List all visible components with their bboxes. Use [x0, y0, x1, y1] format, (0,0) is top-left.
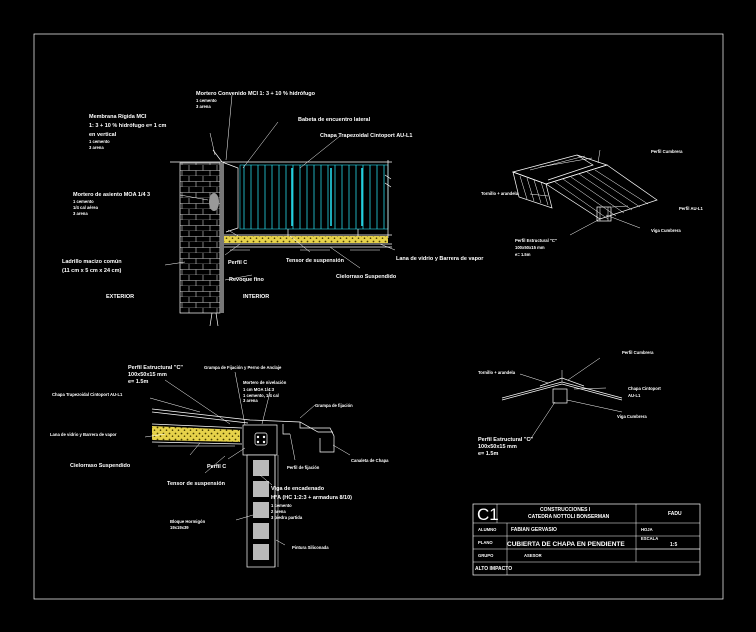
mortar-blob	[209, 193, 219, 211]
label: H°A (HC 1:2:3 + armadura 8/10)	[271, 495, 352, 501]
label: Tensor de suspensión	[286, 258, 345, 264]
label: Perfil C	[207, 464, 226, 470]
label: Viga Cumbrera	[651, 228, 681, 233]
brick-wall	[179, 162, 221, 314]
label: 100x50x15 mm	[128, 372, 167, 378]
title-block: C1 CONSTRUCCIONES I CATEDRA NOTTOLI BONS…	[472, 503, 701, 576]
label: Cielorraso Suspendido	[70, 463, 131, 469]
label: Cielorraso Suspendido	[336, 274, 397, 280]
label: 100x50x15 mm	[478, 444, 517, 450]
title-block-scale: 1:5	[670, 542, 677, 548]
label: AU-L1	[628, 393, 641, 398]
label: Perfil AU-L1	[679, 206, 703, 211]
label: 19x19x39	[170, 525, 189, 530]
label: Revoque fino	[229, 277, 264, 283]
label: Pintura Siliconada	[292, 545, 329, 550]
label: Lana de vidrio y Barrera de vapor	[396, 256, 484, 262]
label: INTERIOR	[243, 294, 269, 300]
label: Canaleta de Chapa	[351, 458, 389, 463]
detail-4-ridge-section	[501, 357, 623, 441]
label: Viga Cumbrera	[617, 414, 647, 419]
label: 1 cemento	[73, 199, 94, 204]
label: 1: 3 + 10 % hidrófugo e= 1 cm	[89, 123, 166, 129]
label: Mortero de nivelación	[243, 380, 287, 385]
label: 3 arena	[196, 104, 211, 109]
title-block-label: GRUPO	[478, 553, 494, 558]
label: Perfil Cumbrera	[651, 149, 683, 154]
label: Tornillo + arandela	[481, 191, 519, 196]
label: Perfil de fijación	[287, 465, 320, 470]
insulation-layer	[224, 236, 388, 243]
detail-1-labels: Mortero Convenido MCI 1: 3 + 10 % hidróf…	[62, 91, 484, 300]
label: Perfil Estructural "C"	[128, 365, 183, 371]
title-block-label: ALUMNO	[478, 527, 497, 532]
title-block-school: FADU	[668, 511, 682, 517]
sheet-frame	[33, 33, 724, 600]
label: Perfil Cumbrera	[622, 350, 654, 355]
title-block-student: FABIAN GERVASIO	[511, 527, 557, 533]
label: (11 cm x 5 cm x 24 cm)	[62, 268, 121, 274]
label: 3 arena	[73, 211, 88, 216]
title-block-chair: CATEDRA NOTTOLI BONSERMAN	[528, 514, 610, 520]
label: Grampa de Fijación y Perno de Anclaje	[204, 365, 282, 370]
label: Perfil C	[228, 260, 247, 266]
title-block-footer: ALTO IMPACTO	[475, 566, 512, 572]
label: 3 arena	[243, 398, 258, 403]
label: 1 cemento	[271, 503, 292, 508]
label: e= 1.5m	[515, 252, 531, 257]
label: Babeta de encuentro lateral	[298, 117, 371, 123]
title-block-plan: CUBIERTA DE CHAPA EN PENDIENTE	[507, 541, 625, 548]
detail-4-labels: Perfil Cumbrera Tornillo + arandela Chap…	[478, 350, 661, 457]
label: 1 cm MOA 1/4:3	[243, 387, 275, 392]
label: 1/4 cal aérea	[73, 205, 99, 210]
label: Grampa de fijación	[315, 403, 353, 408]
detail-3-labels: Perfil Estructural "C" 100x50x15 mm e= 1…	[50, 365, 389, 550]
label: Perfil Estructural "C"	[478, 437, 533, 443]
label: Viga de encadenado	[271, 486, 325, 492]
title-block-course: CONSTRUCCIONES I	[540, 507, 591, 513]
label: 2 arena	[271, 509, 286, 514]
label: Chapa Trapezoidal Cintoport AU-L1	[52, 392, 123, 397]
label: 1 cemento, 1/4 cal	[243, 393, 279, 398]
label: Chapa Trapezoidal Cintoport AU-L1	[320, 133, 412, 139]
detail-3-eave-section	[144, 371, 351, 568]
label: 1 cemento	[196, 98, 217, 103]
detail-2-ridge-isometric	[511, 149, 658, 236]
label: Tensor de suspensión	[167, 481, 226, 487]
label: Mortero Convenido MCI 1: 3 + 10 % hidróf…	[196, 91, 316, 97]
title-block-label: ESCALA	[641, 536, 658, 541]
title-block-label: ASESOR	[524, 553, 542, 558]
label: 1 cemento	[89, 139, 110, 144]
label: 3 arena	[89, 145, 104, 150]
label: e= 1.5m	[128, 379, 148, 385]
label: Tornillo + arandela	[478, 370, 516, 375]
ridge-beam	[552, 388, 568, 404]
insulation-layer	[152, 426, 240, 442]
label: Ladrillo macizo común	[62, 259, 122, 265]
label: Membrana Rígida MCI	[89, 114, 147, 120]
label: Bloque Hormigón	[170, 519, 206, 524]
label: Lana de vidrio y Barrera de vapor	[50, 432, 117, 437]
detail-1-lateral-junction	[164, 94, 396, 327]
label: 100x50x15 mm	[515, 245, 545, 250]
detail-2-labels: Perfil Cumbrera Tornillo + arandela Perf…	[481, 149, 703, 257]
label: EXTERIOR	[106, 294, 134, 300]
plaster-layer	[220, 163, 224, 313]
label: 3 piedra partida	[271, 515, 303, 520]
title-block-label: HOJA	[641, 527, 653, 532]
title-block-label: PLANO	[478, 540, 493, 545]
label: en vertical	[89, 132, 117, 138]
ridge-beam	[596, 206, 612, 222]
title-block-code: C1	[477, 505, 499, 524]
trapezoidal-sheeting	[239, 164, 389, 230]
label: Perfil Estructural "C"	[515, 238, 557, 243]
label: Chapa Cintoport	[628, 386, 661, 391]
label: Mortero de asiento MOA 1/4 3	[73, 192, 150, 198]
ring-beam	[242, 424, 278, 456]
label: e= 1.5m	[478, 451, 498, 457]
